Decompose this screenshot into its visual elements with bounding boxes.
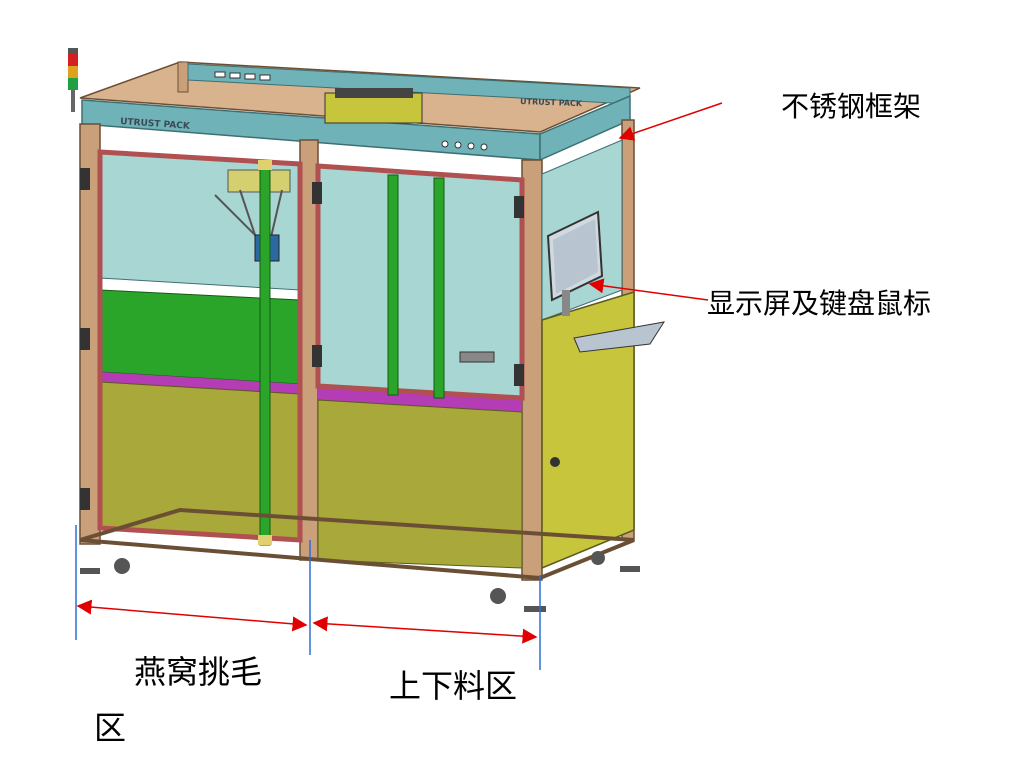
light-curtain-left [259, 164, 271, 546]
dimension-arrow-zone-a [76, 599, 308, 632]
monitor-keyboard [546, 210, 666, 353]
label-frame: 不锈钢框架 [781, 90, 922, 123]
right-cabinet [541, 139, 635, 570]
delta-robot [214, 169, 291, 262]
light-curtain-mid-b [433, 177, 445, 399]
door-hinges [80, 168, 524, 510]
dimension-arrow-zone-b [312, 616, 538, 644]
left-chamber [97, 149, 303, 546]
arrow-monitor [588, 278, 709, 301]
brand-plate-right: UTRUST PACK [520, 97, 583, 108]
light-curtain-mid-a [387, 174, 399, 396]
base-casters [79, 507, 640, 612]
middle-chamber [315, 163, 525, 569]
signal-tower [68, 48, 78, 112]
label-zone-a-line2: 区 [94, 709, 127, 747]
label-zone-b: 上下料区 [389, 667, 518, 705]
arrow-frame [618, 102, 723, 141]
top-canopy: UTRUST PACK UTRUST PACK [79, 61, 641, 162]
label-zone-a-line1: 燕窝挑毛 [134, 653, 263, 691]
annotations [75, 102, 723, 670]
brand-plate-left: UTRUST PACK [120, 117, 191, 132]
label-monitor: 显示屏及键盘鼠标 [707, 287, 932, 320]
